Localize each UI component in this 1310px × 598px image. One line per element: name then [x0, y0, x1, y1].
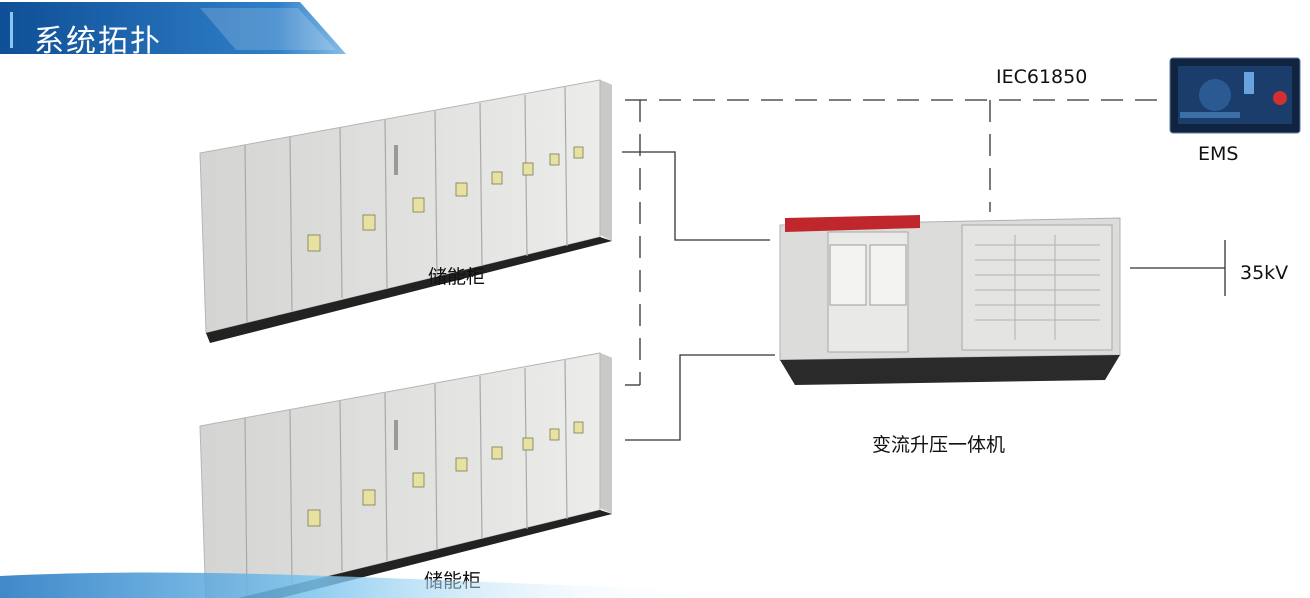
pcs-unit [779, 215, 1121, 385]
grid-voltage-label: 35kV [1240, 262, 1289, 284]
page-title: 系统拓扑 [34, 24, 162, 59]
banner-background [0, 2, 346, 54]
ems-label: EMS [1198, 143, 1239, 165]
power-links [622, 151, 1226, 441]
protocol-label: IEC61850 [996, 66, 1088, 88]
storage-cabinet-1-label: 储能柜 [428, 266, 486, 288]
ems-screen-icon [1169, 57, 1301, 134]
section-banner: 系统拓扑 [0, 0, 350, 59]
communication-links [625, 99, 1165, 386]
pcs-label: 变流升压一体机 [872, 434, 1006, 456]
footer-wave [0, 572, 700, 598]
storage-cabinet-2 [199, 352, 613, 598]
storage-cabinet-1 [199, 79, 613, 344]
